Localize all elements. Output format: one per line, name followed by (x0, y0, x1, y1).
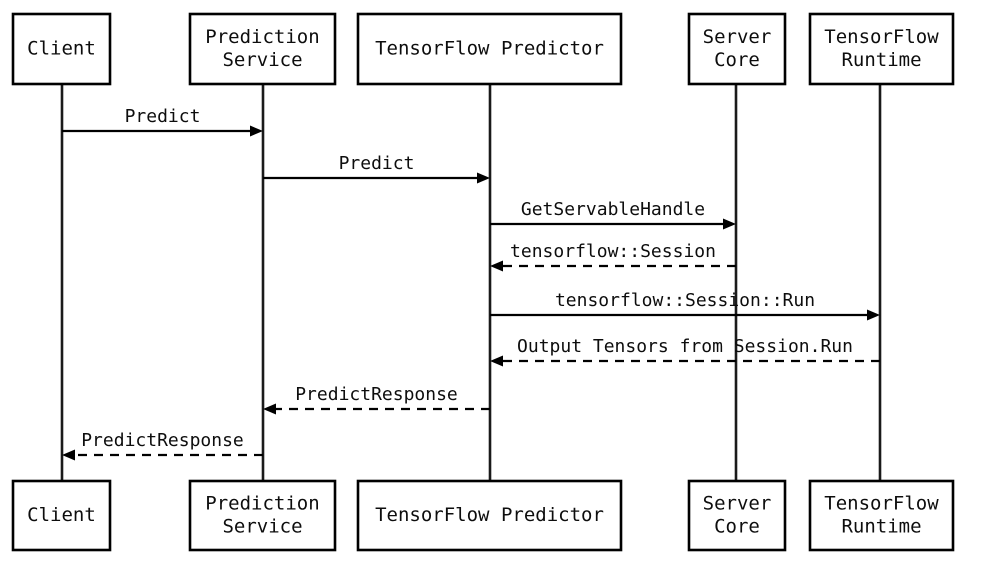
participant-label-line: TensorFlow (824, 493, 939, 515)
participant-tensorflow-predictor-bottom[interactable]: TensorFlow Predictor (356, 479, 623, 552)
message-label: Predict (339, 153, 415, 174)
participant-box (687, 12, 787, 86)
participant-label-line: Service (222, 49, 302, 71)
participant-label-line: Client (27, 38, 96, 60)
message-msg-get-servable-handle[interactable]: GetServableHandle (490, 199, 736, 230)
participant-box (808, 12, 955, 86)
messages-layer: PredictPredictGetServableHandletensorflo… (62, 106, 880, 461)
participant-label-line: TensorFlow Predictor (375, 38, 604, 60)
participant-label-line: Server (703, 26, 772, 48)
message-arrowhead (263, 403, 276, 415)
participant-label-line: TensorFlow (824, 26, 939, 48)
participant-label-line: TensorFlow Predictor (375, 504, 604, 526)
message-label: PredictResponse (295, 384, 458, 405)
participant-box (188, 479, 337, 552)
message-arrowhead (723, 218, 736, 230)
message-msg-tensorflow-session[interactable]: tensorflow::Session (490, 241, 736, 272)
message-msg-output-tensors[interactable]: Output Tensors from Session.Run (490, 336, 880, 367)
message-msg-tensorflow-session-run[interactable]: tensorflow::Session::Run (490, 290, 880, 321)
participant-box (11, 12, 112, 86)
lifelines-layer (60, 84, 882, 481)
participant-label-line: Server (703, 493, 772, 515)
participant-label-line: Client (27, 504, 96, 526)
participant-box (808, 479, 955, 552)
participant-label-line: Prediction (205, 493, 319, 515)
message-msg-predictresponse-predictor-to-service[interactable]: PredictResponse (263, 384, 490, 415)
message-arrowhead (62, 449, 75, 461)
message-arrowhead (867, 309, 880, 321)
participant-label-line: Prediction (205, 26, 319, 48)
message-label: GetServableHandle (521, 199, 705, 220)
message-label: tensorflow::Session (510, 241, 716, 262)
message-arrowhead (477, 172, 490, 184)
message-label: tensorflow::Session::Run (555, 290, 815, 311)
participant-client-top[interactable]: Client (11, 12, 112, 86)
participant-label-line: Core (714, 516, 760, 538)
participant-box (188, 12, 337, 86)
participant-label-line: Runtime (841, 516, 921, 538)
participant-box (11, 479, 112, 552)
message-label: Predict (125, 106, 201, 127)
message-arrowhead (490, 355, 503, 367)
participant-client-bottom[interactable]: Client (11, 479, 112, 552)
message-msg-predict-client-to-service[interactable]: Predict (62, 106, 263, 137)
message-label: Output Tensors from Session.Run (517, 336, 853, 357)
message-arrowhead (490, 260, 503, 272)
participant-box (356, 12, 623, 86)
participant-label-line: Runtime (841, 49, 921, 71)
participant-box (687, 479, 787, 552)
message-label: PredictResponse (81, 430, 244, 451)
message-msg-predictresponse-service-to-client[interactable]: PredictResponse (62, 430, 263, 461)
participant-label-line: Service (222, 516, 302, 538)
participant-box (356, 479, 623, 552)
message-msg-predict-service-to-predictor[interactable]: Predict (263, 153, 490, 184)
message-arrowhead (250, 125, 263, 137)
participant-label-line: Core (714, 49, 760, 71)
participant-tensorflow-predictor-top[interactable]: TensorFlow Predictor (356, 12, 623, 86)
